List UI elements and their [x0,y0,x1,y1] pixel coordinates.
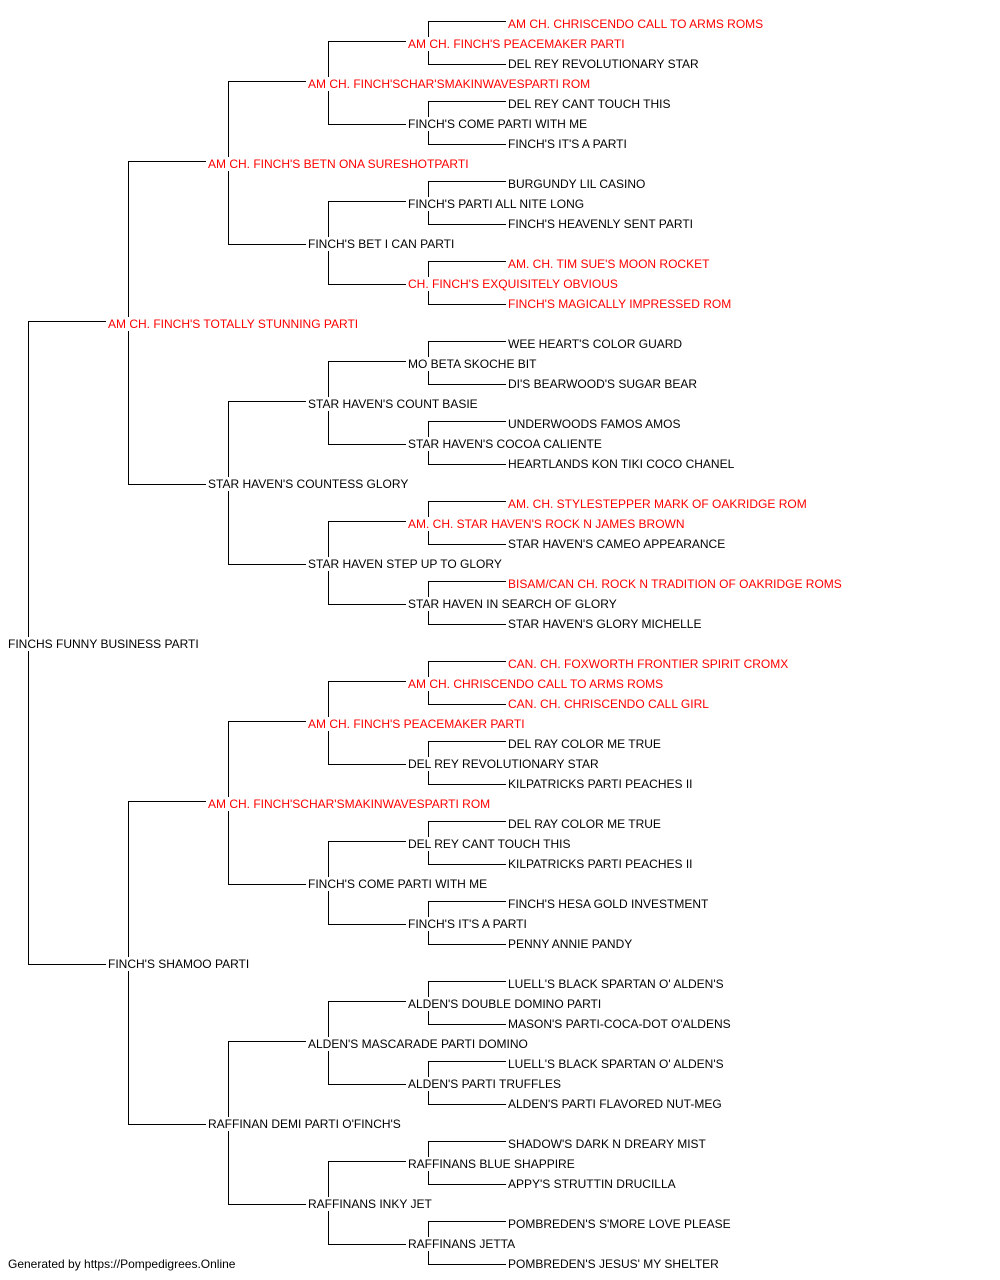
ancestor-name: FINCH'S PARTI ALL NITE LONG [407,197,586,211]
ancestor-name: AM CH. CHRISCENDO CALL TO ARMS ROMS [407,677,665,691]
ancestor-name: FINCH'S BET I CAN PARTI [307,237,456,251]
ancestor-name: STAR HAVEN'S COUNTESS GLORY [207,477,410,491]
ancestor-name: RAFFINANS JETTA [407,1237,517,1251]
ancestor-name: RAFFINANS INKY JET [307,1197,433,1211]
ancestor-name: BURGUNDY LIL CASINO [507,177,647,191]
ancestor-name: DEL REY REVOLUTIONARY STAR [407,757,600,771]
ancestor-name: AM. CH. STAR HAVEN'S ROCK N JAMES BROWN [407,517,686,531]
ancestor-name: STAR HAVEN'S CAMEO APPEARANCE [507,537,727,551]
ancestor-name: BISAM/CAN CH. ROCK N TRADITION OF OAKRID… [507,577,843,591]
ancestor-name: STAR HAVEN'S COUNT BASIE [307,397,479,411]
ancestor-name: DEL REY REVOLUTIONARY STAR [507,57,700,71]
ancestor-name: KILPATRICKS PARTI PEACHES II [507,777,694,791]
ancestor-name: CH. FINCH'S EXQUISITELY OBVIOUS [407,277,619,291]
ancestor-name: DEL REY CANT TOUCH THIS [407,837,572,851]
ancestor-name: FINCH'S SHAMOO PARTI [107,957,251,971]
ancestor-name: AM CH. FINCH'SCHAR'SMAKINWAVESPARTI ROM [207,797,492,811]
ancestor-name: STAR HAVEN IN SEARCH OF GLORY [407,597,618,611]
ancestor-name: STAR HAVEN'S COCOA CALIENTE [407,437,603,451]
ancestor-name: AM. CH. TIM SUE'S MOON ROCKET [507,257,711,271]
ancestor-name: KILPATRICKS PARTI PEACHES II [507,857,694,871]
ancestor-name: FINCH'S IT'S A PARTI [507,137,628,151]
ancestor-name: WEE HEART'S COLOR GUARD [507,337,684,351]
subject-dog-name: FINCHS FUNNY BUSINESS PARTI [7,637,200,651]
ancestor-name: FINCH'S HEAVENLY SENT PARTI [507,217,695,231]
ancestor-name: POMBREDEN'S JESUS' MY SHELTER [507,1257,720,1271]
ancestor-name: HEARTLANDS KON TIKI COCO CHANEL [507,457,736,471]
ancestor-name: ALDEN'S MASCARADE PARTI DOMINO [307,1037,529,1051]
ancestor-name: RAFFINANS BLUE SHAPPIRE [407,1157,576,1171]
ancestor-name: AM CH. FINCH'S BETN ONA SURESHOTPARTI [207,157,470,171]
ancestor-name: LUELL'S BLACK SPARTAN O' ALDEN'S [507,977,725,991]
ancestor-name: DEL RAY COLOR ME TRUE [507,737,662,751]
ancestor-name: CAN. CH. FOXWORTH FRONTIER SPIRIT CROMX [507,657,790,671]
ancestor-name: FINCH'S COME PARTI WITH ME [407,117,589,131]
ancestor-name: POMBREDEN'S S'MORE LOVE PLEASE [507,1217,732,1231]
ancestor-name: DEL RAY COLOR ME TRUE [507,817,662,831]
ancestor-name: FINCH'S HESA GOLD INVESTMENT [507,897,710,911]
ancestor-name: FINCH'S MAGICALLY IMPRESSED ROM [507,297,733,311]
ancestor-name: UNDERWOODS FAMOS AMOS [507,417,682,431]
ancestor-name: FINCH'S IT'S A PARTI [407,917,528,931]
ancestor-name: ALDEN'S DOUBLE DOMINO PARTI [407,997,603,1011]
ancestor-name: SHADOW'S DARK N DREARY MIST [507,1137,707,1151]
ancestor-name: AM CH. FINCH'S PEACEMAKER PARTI [307,717,526,731]
ancestor-name: LUELL'S BLACK SPARTAN O' ALDEN'S [507,1057,725,1071]
ancestor-name: AM CH. FINCH'S TOTALLY STUNNING PARTI [107,317,360,331]
ancestor-name: RAFFINAN DEMI PARTI O'FINCH'S [207,1117,402,1131]
ancestor-name: AM CH. FINCH'SCHAR'SMAKINWAVESPARTI ROM [307,77,592,91]
ancestor-name: MO BETA SKOCHE BIT [407,357,538,371]
ancestor-name: PENNY ANNIE PANDY [507,937,634,951]
ancestor-name: FINCH'S COME PARTI WITH ME [307,877,489,891]
ancestor-name: MASON'S PARTI-COCA-DOT O'ALDENS [507,1017,732,1031]
ancestor-name: APPY'S STRUTTIN DRUCILLA [507,1177,677,1191]
ancestor-name: STAR HAVEN'S GLORY MICHELLE [507,617,703,631]
ancestor-name: AM. CH. STYLESTEPPER MARK OF OAKRIDGE RO… [507,497,808,511]
ancestor-name: ALDEN'S PARTI FLAVORED NUT-MEG [507,1097,723,1111]
ancestor-name: AM CH. CHRISCENDO CALL TO ARMS ROMS [507,17,765,31]
ancestor-name: CAN. CH. CHRISCENDO CALL GIRL [507,697,710,711]
ancestor-name: AM CH. FINCH'S PEACEMAKER PARTI [407,37,626,51]
ancestor-name: DEL REY CANT TOUCH THIS [507,97,672,111]
generated-by-footer: Generated by https://Pompedigrees.Online [8,1257,236,1271]
ancestor-name: STAR HAVEN STEP UP TO GLORY [307,557,503,571]
ancestor-name: ALDEN'S PARTI TRUFFLES [407,1077,562,1091]
ancestor-name: DI'S BEARWOOD'S SUGAR BEAR [507,377,699,391]
